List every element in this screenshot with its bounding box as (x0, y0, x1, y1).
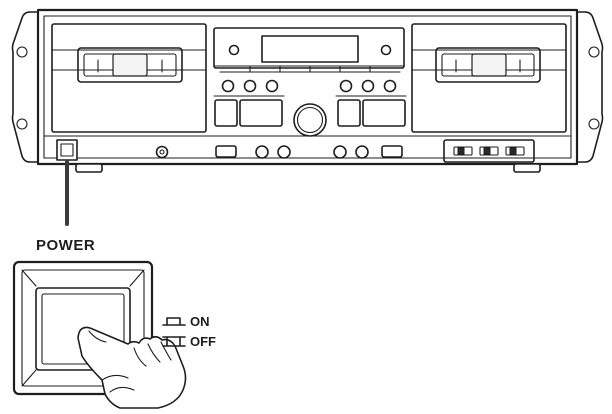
left-indicator-icon (228, 44, 240, 56)
display-window (261, 35, 359, 63)
deck-b-play-button[interactable] (362, 99, 406, 127)
left-cassette-reel-window (112, 53, 148, 77)
right-indicator-icon (380, 44, 392, 56)
left-foot (75, 163, 103, 173)
lower-round-button-1[interactable] (255, 145, 269, 159)
switch-state-legend: ON OFF (162, 314, 216, 349)
deck-a-transport-button[interactable] (214, 99, 238, 127)
off-state-icon (162, 336, 186, 347)
off-label: OFF (190, 334, 216, 349)
left-cassette-window (77, 47, 183, 83)
deck-b-small-button-1[interactable] (339, 79, 353, 93)
deck-front-panel (43, 15, 572, 159)
headphone-jack-icon (155, 145, 169, 159)
slide-switch-panel (443, 139, 535, 163)
hand-press-icon (77, 326, 187, 409)
deck-a-small-button-3[interactable] (265, 79, 279, 93)
right-cassette-door (411, 23, 567, 133)
deck-chassis (36, 8, 579, 166)
lower-rect-button-1[interactable] (215, 145, 237, 158)
left-cassette-door (51, 23, 207, 133)
rack-screw-hole (16, 118, 28, 130)
lower-round-button-3[interactable] (333, 145, 347, 159)
lower-round-button-2[interactable] (277, 145, 291, 159)
center-control-knob[interactable] (293, 103, 327, 137)
right-rack-ear (576, 11, 604, 163)
deck-b-small-button-3[interactable] (383, 79, 397, 93)
center-display-panel (213, 27, 405, 73)
deck-b-small-button-2[interactable] (361, 79, 375, 93)
power-label: POWER (36, 237, 95, 254)
deck-a-small-button-2[interactable] (243, 79, 257, 93)
on-label: ON (190, 314, 210, 329)
deck-b-transport-button[interactable] (337, 99, 361, 127)
rack-screw-hole (588, 118, 600, 130)
rack-screw-hole (588, 46, 600, 58)
deck-a-small-button-1[interactable] (221, 79, 235, 93)
lower-rect-button-2[interactable] (381, 145, 403, 158)
deck-a-play-button[interactable] (239, 99, 283, 127)
on-state-icon (162, 317, 186, 326)
right-foot (513, 163, 541, 173)
left-rack-ear (11, 11, 39, 163)
lower-round-button-4[interactable] (355, 145, 369, 159)
right-cassette-reel-window (471, 53, 507, 77)
right-cassette-window (435, 47, 541, 83)
rack-screw-hole (16, 46, 28, 58)
power-button-on-deck[interactable] (56, 139, 78, 161)
